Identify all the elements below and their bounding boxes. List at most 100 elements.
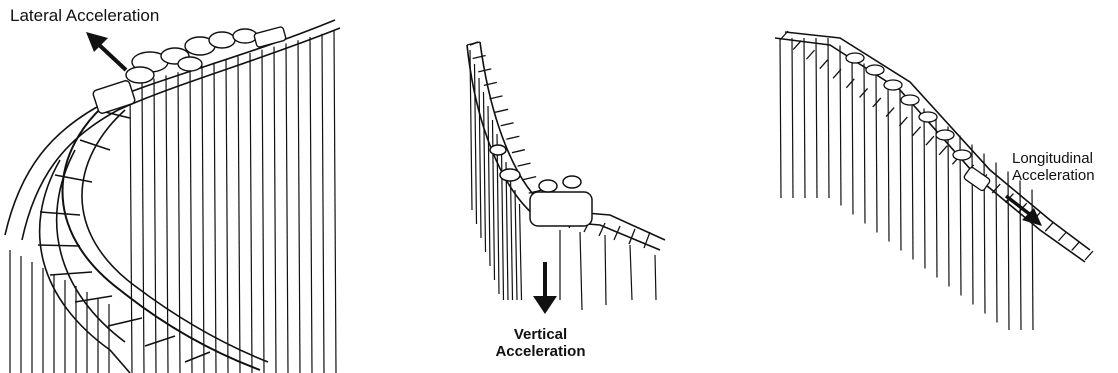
support-post	[479, 78, 481, 238]
vertical-label-line-2: Acceleration	[495, 343, 586, 361]
support-post	[497, 134, 499, 294]
arrow-down-right-icon	[1002, 192, 1042, 226]
track-tie	[1045, 222, 1053, 231]
track-tie	[873, 98, 881, 107]
support-post	[936, 118, 937, 278]
track-tie	[467, 42, 480, 45]
support-post	[948, 127, 949, 287]
track-tie	[38, 245, 80, 246]
support-post	[900, 91, 901, 251]
lateral-acceleration-label: Lateral Acceleration	[10, 6, 160, 25]
arrow-down-icon	[533, 260, 557, 314]
track-tie	[501, 123, 514, 126]
support-post	[262, 50, 264, 373]
support-post	[488, 106, 490, 266]
support-post	[605, 235, 606, 305]
support-post	[876, 73, 877, 233]
support-post	[924, 109, 925, 269]
support-post	[580, 232, 582, 310]
track-tie	[1072, 241, 1080, 250]
support-post	[852, 55, 853, 215]
track-tie	[926, 136, 934, 145]
track-tie	[644, 232, 650, 248]
support-post	[190, 69, 192, 373]
support-post	[655, 255, 656, 300]
track-tie	[185, 352, 210, 362]
support-post	[506, 162, 508, 300]
support-post	[470, 50, 472, 210]
support-post	[130, 85, 132, 373]
track-tie	[80, 140, 110, 150]
track-tie	[939, 146, 947, 155]
track-tie	[807, 50, 815, 59]
support-post	[484, 92, 486, 252]
longitudinal-label-line-1: Longitudinal	[1012, 150, 1093, 167]
support-post	[960, 136, 961, 296]
support-post	[322, 34, 324, 373]
support-post	[334, 31, 336, 373]
support-post	[515, 190, 517, 300]
support-post	[816, 38, 817, 198]
track-tie	[820, 60, 828, 69]
support-post	[511, 176, 513, 300]
track-tie	[478, 69, 491, 72]
track-tie	[1085, 251, 1093, 260]
support-post	[828, 38, 829, 198]
track-tie	[599, 223, 605, 236]
support-post	[630, 245, 632, 300]
support-post	[274, 47, 276, 373]
support-post	[214, 63, 216, 373]
track-tie	[860, 88, 868, 97]
support-post	[912, 100, 913, 260]
track-tie	[489, 96, 502, 99]
support-post	[475, 64, 477, 224]
support-post	[888, 82, 889, 242]
support-post	[780, 38, 781, 198]
support-post	[286, 43, 288, 373]
support-post	[142, 82, 144, 373]
track-tie	[506, 136, 519, 139]
track-tie	[40, 212, 80, 215]
support-post	[520, 204, 522, 300]
support-post	[996, 163, 997, 323]
track-tie	[780, 31, 788, 40]
track-tie	[614, 226, 620, 240]
track-tie	[55, 175, 92, 182]
track-tie	[484, 82, 497, 85]
support-post	[154, 79, 156, 373]
support-post	[310, 37, 312, 373]
track-tie	[495, 109, 508, 112]
track-tie	[1058, 232, 1066, 241]
vertical-acceleration-label: Vertical Acceleration	[478, 326, 603, 361]
support-post	[840, 46, 841, 206]
track-tie	[75, 296, 112, 302]
arrow-up-left-icon	[86, 32, 138, 78]
track-tie	[108, 318, 142, 326]
support-post	[864, 64, 865, 224]
track-tie	[145, 336, 175, 346]
support-post	[804, 38, 805, 198]
track-tie	[629, 229, 635, 244]
support-post	[166, 75, 168, 373]
track-tie	[793, 41, 801, 50]
track-tie	[913, 127, 921, 136]
support-post	[298, 40, 300, 373]
longitudinal-label-line-2: Acceleration	[1012, 167, 1095, 185]
support-post	[226, 59, 228, 373]
support-post	[238, 56, 240, 373]
support-post	[202, 66, 204, 373]
track-tie	[529, 190, 542, 193]
track-tie	[886, 108, 894, 117]
support-post	[250, 53, 252, 373]
vertical-label-line-1: Vertical	[513, 326, 568, 343]
track-tie	[512, 150, 525, 153]
track-tie	[846, 79, 854, 88]
track-tie	[105, 112, 130, 118]
support-post	[178, 72, 180, 373]
track-tie	[473, 55, 486, 58]
longitudinal-acceleration-label: Longitudinal Acceleration	[1012, 150, 1095, 185]
